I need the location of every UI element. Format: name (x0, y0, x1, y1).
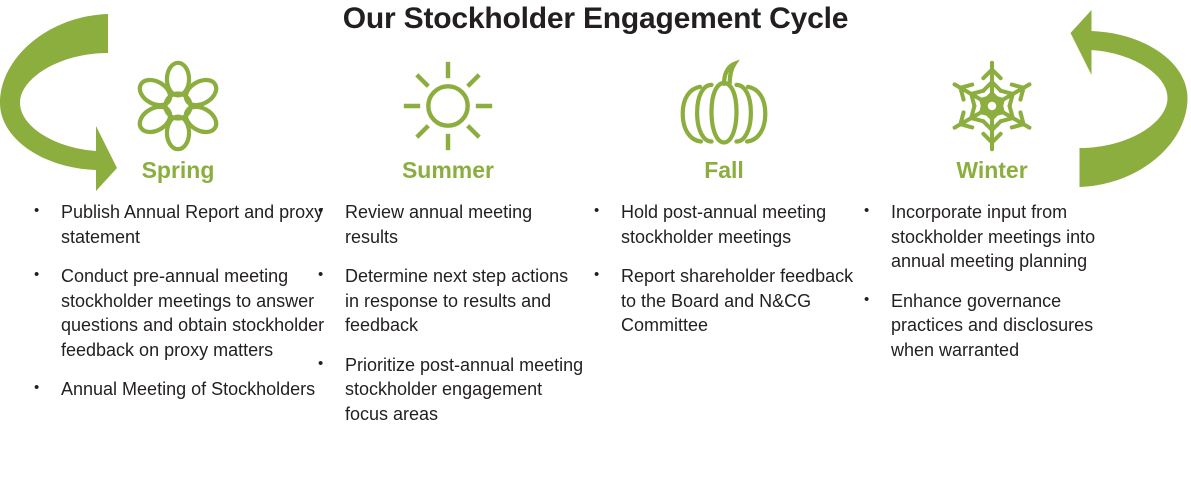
season-label-winter: Winter (956, 157, 1028, 183)
pumpkin-icon (680, 59, 768, 145)
bullet-list-winter: Incorporate input from stockholder meeti… (858, 199, 1126, 363)
left-cycle-arrow (0, 8, 118, 198)
list-item: Hold post-annual meeting stockholder mee… (588, 199, 860, 249)
list-item: Conduct pre-annual meeting stockholder m… (28, 263, 328, 362)
list-item: Enhance governance practices and disclos… (858, 288, 1126, 363)
season-label-spring: Spring (141, 157, 215, 183)
list-item: Review annual meeting results (312, 199, 584, 249)
season-column-spring: Spring Publish Annual Report and proxy s… (28, 58, 328, 417)
list-item: Annual Meeting of Stockholders (28, 376, 328, 402)
sun-icon (403, 61, 493, 151)
snowflake-icon (952, 60, 1032, 152)
bullet-list-summer: Review annual meeting results Determine … (312, 199, 584, 427)
season-label-fall: Fall (704, 157, 744, 183)
page-title: Our Stockholder Engagement Cycle (342, 2, 849, 35)
summer-icon-wrap (312, 58, 584, 154)
list-item: Determine next step actions in response … (312, 263, 584, 338)
winter-icon-wrap (858, 58, 1126, 154)
list-item: Prioritize post-annual meeting stockhold… (312, 352, 584, 427)
list-item: Incorporate input from stockholder meeti… (858, 199, 1126, 274)
list-item: Report shareholder feedback to the Board… (588, 263, 860, 338)
flower-icon (137, 60, 219, 152)
fall-icon-wrap (588, 58, 860, 154)
season-column-fall: Fall Hold post-annual meeting stockholde… (588, 58, 860, 353)
right-cycle-arrow (1068, 8, 1191, 198)
spring-icon-wrap (28, 58, 328, 154)
season-label-summer: Summer (401, 157, 495, 183)
bullet-list-spring: Publish Annual Report and proxy statemen… (28, 199, 328, 402)
bullet-list-fall: Hold post-annual meeting stockholder mee… (588, 199, 860, 338)
list-item: Publish Annual Report and proxy statemen… (28, 199, 328, 249)
season-column-winter: Winter Incorporate input from stockholde… (858, 58, 1126, 377)
season-column-summer: Summer Review annual meeting results Det… (312, 58, 584, 441)
